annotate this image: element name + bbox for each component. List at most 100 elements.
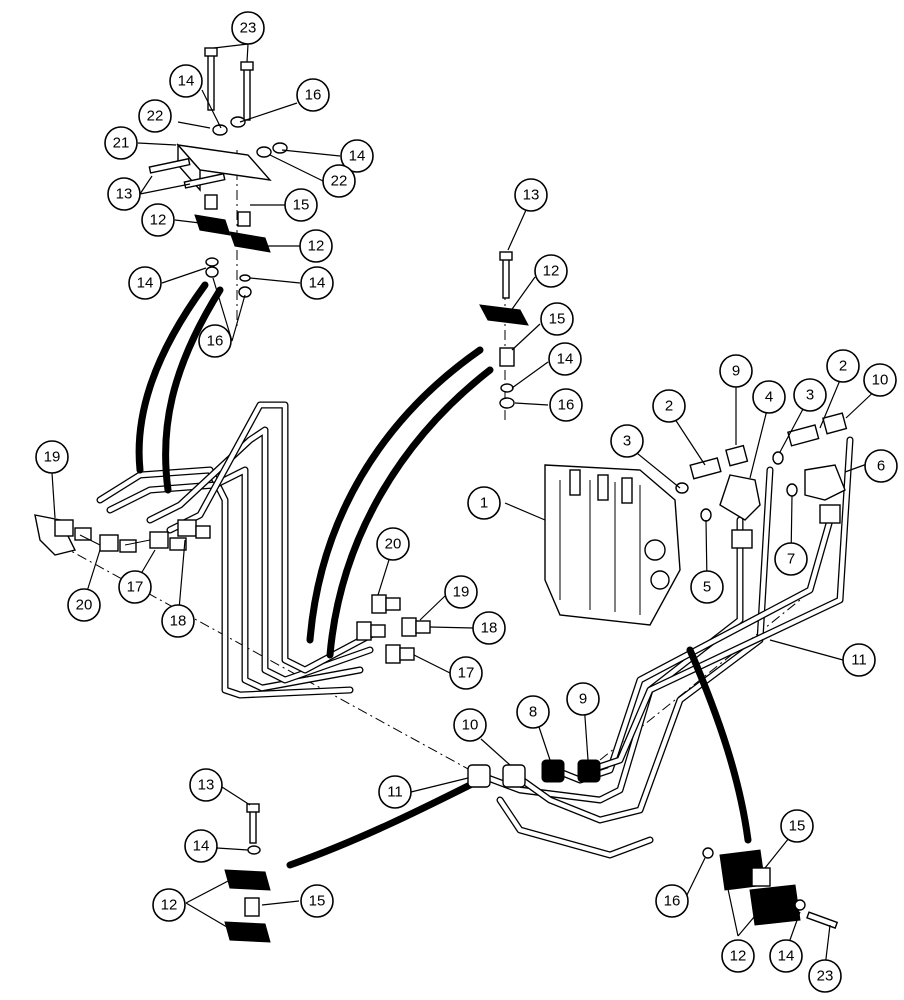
callout-label: 3 bbox=[806, 387, 814, 404]
callout-label: 13 bbox=[116, 186, 133, 203]
callout-label: 12 bbox=[308, 238, 325, 255]
top-bracket-assembly bbox=[148, 47, 288, 298]
callout-label: 17 bbox=[127, 579, 144, 596]
callout-label: 15 bbox=[309, 893, 326, 910]
callout-4: 4 bbox=[752, 380, 786, 414]
callout-12-center: 12 bbox=[534, 254, 568, 288]
callout-6: 6 bbox=[864, 449, 898, 483]
callout-17-center: 17 bbox=[449, 656, 483, 690]
steel-tube-right bbox=[476, 436, 854, 859]
callout-14-center: 14 bbox=[548, 342, 582, 376]
callout-21: 21 bbox=[104, 126, 138, 160]
callout-3-left: 3 bbox=[610, 424, 644, 458]
callout-label: 8 bbox=[529, 704, 537, 721]
callout-13-bottom: 13 bbox=[189, 768, 223, 802]
callout-9-top: 9 bbox=[719, 354, 753, 388]
callout-label: 4 bbox=[765, 389, 773, 406]
center-line bbox=[59, 544, 471, 771]
callout-label: 22 bbox=[147, 108, 164, 125]
callout-label: 13 bbox=[198, 777, 215, 794]
callout-label: 23 bbox=[240, 20, 257, 37]
callout-14-bottom-right: 14 bbox=[769, 939, 803, 973]
callout-label: 14 bbox=[137, 275, 154, 292]
callout-label: 21 bbox=[113, 135, 130, 152]
callout-19-left: 19 bbox=[35, 440, 69, 474]
callout-label: 20 bbox=[76, 597, 93, 614]
callout-12-top-right: 12 bbox=[299, 229, 333, 263]
callout-19-center: 19 bbox=[444, 575, 478, 609]
callout-label: 19 bbox=[453, 584, 470, 601]
callout-label: 17 bbox=[458, 665, 475, 682]
callout-22-top-right: 22 bbox=[322, 164, 356, 198]
callouts: 23 14 16 22 21 14 22 13 15 12 12 14 14 1… bbox=[35, 11, 898, 993]
callout-label: 15 bbox=[549, 311, 566, 328]
callout-12-bottom-left: 12 bbox=[152, 888, 186, 922]
callout-8: 8 bbox=[516, 695, 550, 729]
callout-10-top: 10 bbox=[863, 363, 897, 397]
callout-11-bottom: 11 bbox=[378, 775, 412, 809]
callout-label: 12 bbox=[161, 897, 178, 914]
tube-nuts-bottom bbox=[467, 759, 601, 788]
callout-14-top: 14 bbox=[169, 64, 203, 98]
callout-1: 1 bbox=[467, 486, 501, 520]
callout-label: 2 bbox=[665, 398, 673, 415]
callout-label: 20 bbox=[385, 536, 402, 553]
callout-13-top-left: 13 bbox=[107, 177, 141, 211]
callout-3-right: 3 bbox=[793, 378, 827, 412]
callout-label: 16 bbox=[207, 333, 224, 350]
callout-22-top-left: 22 bbox=[138, 99, 172, 133]
callout-13-center: 13 bbox=[514, 178, 548, 212]
callout-label: 11 bbox=[387, 784, 403, 801]
callout-14-bottom-left: 14 bbox=[184, 829, 218, 863]
callout-16-mid: 16 bbox=[198, 324, 232, 358]
callout-label: 14 bbox=[778, 948, 795, 965]
left-fittings bbox=[34, 514, 211, 556]
callout-label: 2 bbox=[839, 358, 847, 375]
callout-label: 14 bbox=[349, 148, 366, 165]
callout-7: 7 bbox=[774, 542, 808, 576]
callout-label: 18 bbox=[481, 620, 498, 637]
callout-16-center: 16 bbox=[549, 388, 583, 422]
callout-15-center: 15 bbox=[540, 302, 574, 336]
callout-11-right: 11 bbox=[842, 643, 876, 677]
callout-label: 14 bbox=[178, 73, 195, 90]
callout-20-left: 20 bbox=[67, 588, 101, 622]
callout-14-mid-left: 14 bbox=[128, 266, 162, 300]
callout-label: 12 bbox=[543, 263, 560, 280]
callout-label: 16 bbox=[664, 893, 681, 910]
callout-5: 5 bbox=[690, 570, 724, 604]
callout-16-top: 16 bbox=[296, 78, 330, 112]
callout-label: 19 bbox=[44, 449, 61, 466]
callout-label: 18 bbox=[170, 613, 187, 630]
callout-label: 10 bbox=[462, 717, 479, 734]
callout-label: 9 bbox=[579, 691, 587, 708]
callout-18-center: 18 bbox=[472, 611, 506, 645]
callout-2-left: 2 bbox=[652, 389, 686, 423]
callout-label: 1 bbox=[480, 495, 488, 512]
callout-12-bottom-right: 12 bbox=[721, 939, 755, 973]
callout-15-bottom-right: 15 bbox=[780, 809, 814, 843]
callout-20-center: 20 bbox=[376, 527, 410, 561]
steel-tube-bundle bbox=[96, 401, 384, 699]
callout-17-left: 17 bbox=[118, 570, 152, 604]
callout-12-top-left: 12 bbox=[141, 203, 175, 237]
callout-18-left: 18 bbox=[161, 604, 195, 638]
callout-10-bottom: 10 bbox=[453, 708, 487, 742]
control-valve bbox=[544, 464, 681, 626]
callout-label: 12 bbox=[730, 948, 747, 965]
callout-label: 15 bbox=[293, 197, 310, 214]
callout-label: 14 bbox=[193, 838, 210, 855]
hoses bbox=[135, 281, 752, 869]
center-fittings bbox=[356, 594, 431, 664]
callout-label: 9 bbox=[732, 363, 740, 380]
bottom-left-clamp-assembly bbox=[224, 803, 271, 943]
callout-23-top: 23 bbox=[231, 11, 265, 45]
callout-23-bottom: 23 bbox=[808, 959, 842, 993]
callout-label: 6 bbox=[877, 458, 885, 475]
callout-label: 7 bbox=[787, 551, 795, 568]
bottom-right-clamp-assembly bbox=[702, 847, 839, 929]
callout-9-bottom: 9 bbox=[566, 682, 600, 716]
callout-label: 15 bbox=[789, 818, 806, 835]
callout-label: 23 bbox=[817, 968, 834, 985]
